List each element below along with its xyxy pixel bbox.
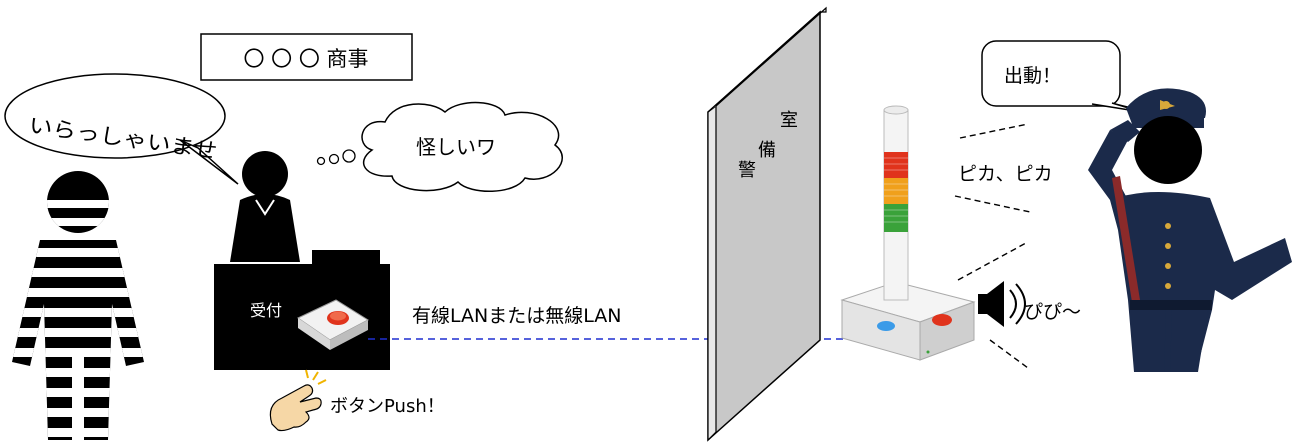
security-room-char-2: 備 [758, 140, 776, 161]
intruder-figure [12, 171, 144, 440]
company-sign: 〇 〇 〇 商事 [243, 47, 368, 71]
button-push-text: ボタンPush！ [330, 396, 445, 417]
reception-desk [214, 250, 390, 370]
push-button-device [297, 299, 370, 350]
security-room-char-3: 室 [780, 110, 798, 131]
speaker-icon [978, 281, 1026, 327]
dispatch-speech-bubble [981, 40, 1143, 113]
sound-signal-lines [957, 242, 1029, 369]
greeting-speech-bubble [4, 73, 239, 185]
light-sound-text: ピカ、ピカ [958, 163, 1053, 185]
pointing-finger-icon [269, 369, 327, 432]
network-label: 有線LANまたは無線LAN [412, 305, 621, 327]
security-guard-figure [1088, 88, 1292, 372]
security-room-wall [707, 6, 827, 442]
receptionist-figure [230, 151, 300, 262]
dispatch-text: 出動！ [1004, 65, 1061, 87]
security-room-char-1: 警 [738, 160, 756, 181]
company-sign-box [200, 33, 413, 81]
reception-label: 受付 [250, 301, 282, 320]
thought-bubble [316, 101, 563, 192]
buzzer-sound-text: ぴぴ～ [1024, 301, 1081, 323]
suspicious-text: 怪しいワ [416, 135, 496, 159]
signal-tower-light [840, 105, 976, 361]
light-signal-lines [954, 123, 1031, 213]
